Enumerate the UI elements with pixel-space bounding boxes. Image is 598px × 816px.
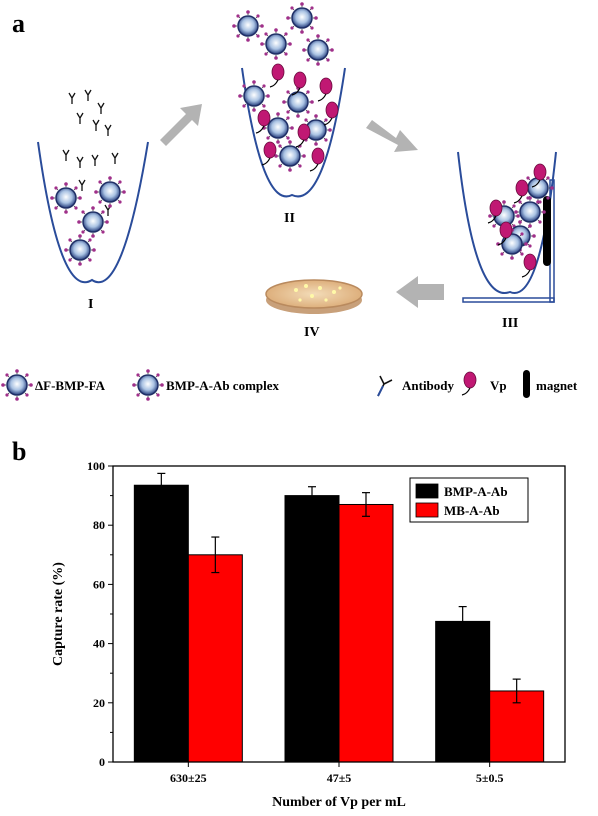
arrow-1-icon (160, 104, 202, 146)
bar-BMP-A-Ab-2 (435, 620, 491, 763)
bar-BMP-A-Ab-0 (133, 484, 189, 763)
step-label-3: III (502, 316, 518, 331)
particles-step-2 (231, 1, 335, 173)
legend-label-BMP-A-Ab: BMP-A-Ab (444, 484, 508, 499)
y-tick-label-40: 40 (93, 637, 105, 651)
step-1-beaker: I (37, 89, 149, 312)
y-tick-label-0: 0 (99, 755, 105, 769)
step-3-beaker: III (457, 151, 557, 331)
arrow-2-icon (366, 120, 418, 152)
panel-a: a I (0, 1, 578, 402)
legend-swatch-MB-A-Ab (415, 502, 439, 518)
stand-base (462, 297, 555, 303)
magnet-legend-icon (523, 370, 530, 398)
y-tick-label-60: 60 (93, 577, 105, 591)
y-tick-label-20: 20 (93, 696, 105, 710)
panel-a-legend: ΔF-BMP-FA BMP-A-Ab complex Antibody Vp m… (0, 368, 578, 402)
particle-icon (0, 368, 34, 402)
panel-a-letter: a (12, 9, 25, 38)
bar-MB-A-Ab-0 (187, 554, 243, 763)
legend-label-magnet: magnet (536, 378, 578, 393)
legend-label-complex: BMP-A-Ab complex (166, 378, 280, 393)
arrow-3-icon (396, 276, 444, 308)
x-tick-label-0: 630±25 (170, 771, 207, 785)
legend-label-MB-A-Ab: MB-A-Ab (444, 503, 500, 518)
step-label-2: II (284, 211, 295, 226)
antibody-icon (377, 375, 393, 397)
x-tick-label-2: 5±0.5 (476, 771, 504, 785)
plot-frame (112, 465, 566, 763)
bacterium-icon (461, 371, 477, 396)
legend-swatch-BMP-A-Ab (415, 483, 439, 499)
x-axis-label: Number of Vp per mL (272, 795, 406, 810)
step-2-beaker: II (231, 1, 346, 226)
bar-BMP-A-Ab-1 (284, 495, 340, 763)
legend-label-vp: Vp (490, 378, 507, 393)
legend-label-particle: ΔF-BMP-FA (35, 378, 106, 393)
y-axis-label: Capture rate (%) (51, 562, 66, 666)
step-label-1: I (88, 297, 93, 312)
complex-icon (131, 368, 165, 402)
step-label-4: IV (304, 325, 320, 340)
x-tick-label-1: 47±5 (327, 771, 352, 785)
y-tick-label-80: 80 (93, 518, 105, 532)
panel-b-letter: b (12, 437, 26, 466)
step-4-dish: IV (265, 279, 363, 340)
bar-MB-A-Ab-1 (338, 503, 394, 763)
legend-label-antibody: Antibody (402, 378, 455, 393)
y-tick-label-100: 100 (87, 459, 105, 473)
magnet-icon (543, 196, 551, 266)
